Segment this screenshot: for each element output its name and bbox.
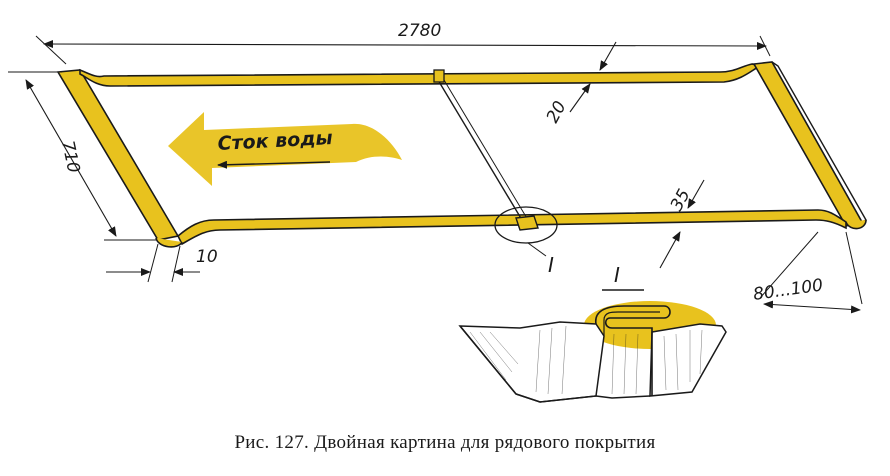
dim-width-label: 710 xyxy=(57,139,83,175)
dim-end-fold-label: 80...100 xyxy=(752,275,824,305)
seam-cross-section xyxy=(458,301,727,403)
detail-callout: I xyxy=(527,242,554,277)
dim-length-label: 2780 xyxy=(398,21,441,41)
dimension-length: 2780 xyxy=(35,21,771,65)
detail-mark-label: I xyxy=(548,253,554,277)
bottom-rim xyxy=(177,209,847,246)
dimension-end-fold: 80...100 xyxy=(752,231,863,314)
dimension-side-seam: 10 xyxy=(106,243,218,283)
figure-caption: Рис. 127. Двойная картина для рядового п… xyxy=(234,432,656,453)
section-title: I xyxy=(602,263,644,291)
detail-marker-ellipse xyxy=(494,206,558,244)
dim-side-seam-label: 10 xyxy=(196,247,218,267)
water-flow-arrow: Сток воды xyxy=(168,112,402,186)
section-title-label: I xyxy=(614,263,620,287)
